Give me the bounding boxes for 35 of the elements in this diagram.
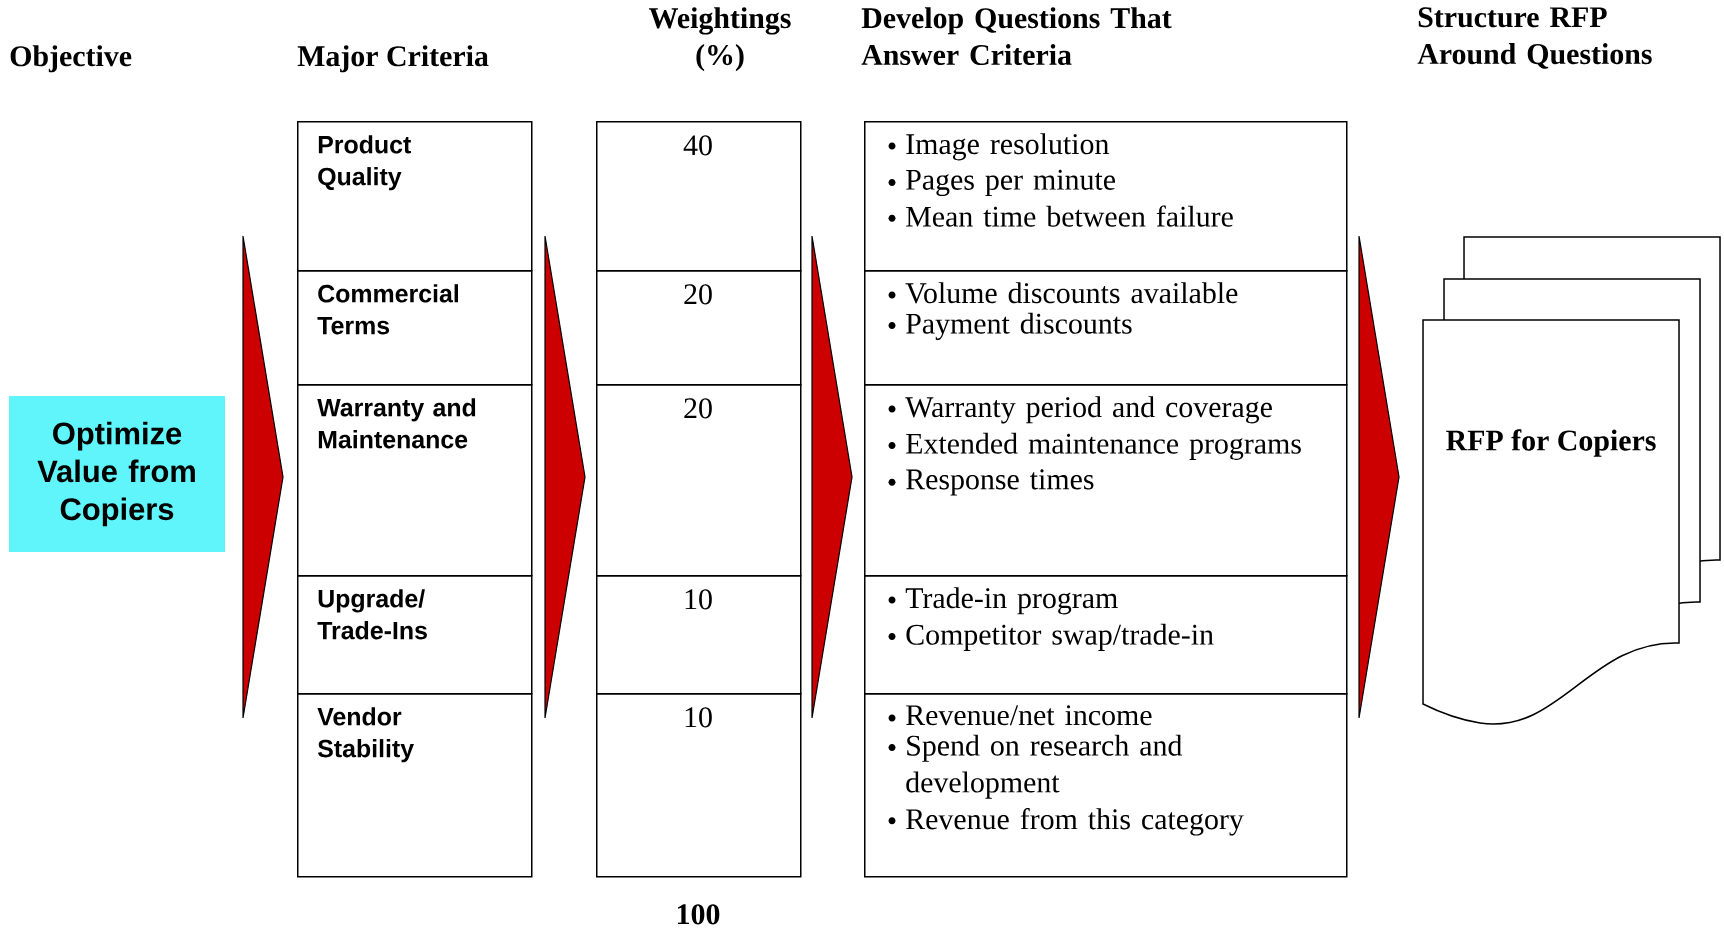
weighting-cell: 40 <box>596 121 802 272</box>
question-cell <box>864 384 1348 577</box>
bullet-item: Revenue/net income <box>888 705 1152 726</box>
criteria-cell: Warranty and Maintenance <box>297 384 533 577</box>
bullet-item: Extended maintenance programs <box>888 432 1301 460</box>
bullet-item: Pages per minute <box>888 169 1115 197</box>
bullet-item: Competitor swap/trade-in <box>888 623 1214 651</box>
bullet-item: Spend on research and development <box>888 734 1183 799</box>
weight-total: 100 <box>678 904 720 925</box>
weighting-cell: 10 <box>596 575 802 695</box>
bullet-item: Mean time between failure <box>888 205 1233 227</box>
bullet-item: Response times <box>888 469 1094 496</box>
column-heading: Objective <box>10 45 132 73</box>
question-cell <box>864 270 1348 386</box>
bullet-item: Trade-in program <box>888 587 1118 615</box>
bullet-item: Image resolution <box>888 133 1109 161</box>
bullet-item: Payment discounts <box>888 312 1132 340</box>
question-cell <box>864 575 1348 695</box>
column-heading: Structure RFP Around Questions <box>1417 7 1652 69</box>
weighting-cell: 10 <box>596 693 802 878</box>
weighting-cell: 20 <box>596 384 802 577</box>
weighting-cell: 20 <box>596 270 802 386</box>
criteria-cell: Commercial Terms <box>297 270 533 386</box>
question-cell <box>864 121 1348 272</box>
column-heading: Major Criteria <box>297 45 489 73</box>
criteria-cell: Vendor Stability <box>297 693 533 878</box>
column-heading: Develop Questions That Answer Criteria <box>861 7 1172 66</box>
bullet-item: Revenue from this category <box>888 808 1244 836</box>
bullet-item: Warranty period and coverage <box>888 396 1272 424</box>
column-heading: Weightings (%) <box>649 7 791 72</box>
criteria-cell: Upgrade/ Trade-Ins <box>297 575 533 695</box>
criteria-cell: Product Quality <box>297 121 533 272</box>
bullet-item: Volume discounts available <box>888 282 1238 304</box>
objective-box: Optimize Value from Copiers <box>9 396 225 552</box>
question-cell <box>864 693 1348 878</box>
